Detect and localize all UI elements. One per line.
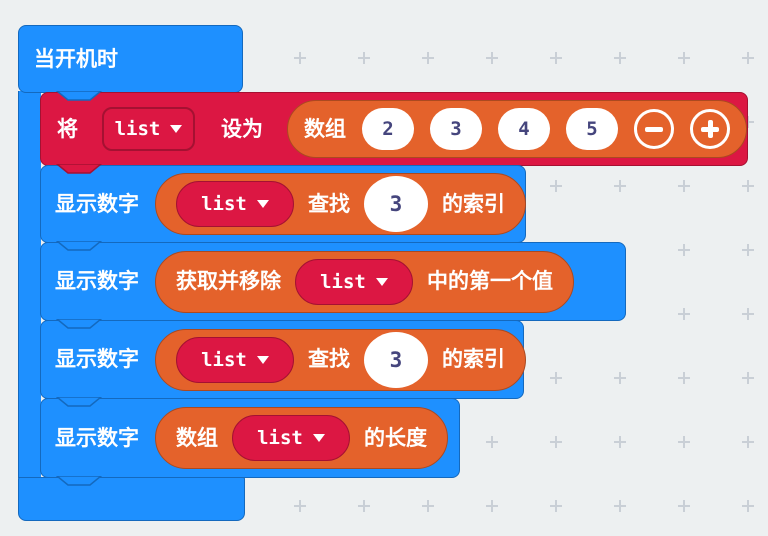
variable-name: list	[201, 193, 247, 215]
remove-element-button[interactable]	[634, 109, 674, 149]
block-connector-notch	[56, 241, 102, 251]
array-value-input[interactable]: 5	[566, 108, 618, 150]
grid-cross-icon	[742, 116, 754, 128]
dropdown-arrow-icon	[256, 200, 269, 208]
variable-dropdown[interactable]: list	[176, 181, 294, 227]
block-connector-notch	[56, 397, 102, 407]
grid-cross-icon	[678, 436, 690, 448]
show-number-label: 显示数字	[55, 269, 139, 293]
find-index-block[interactable]: list 查找 3 的索引	[155, 173, 526, 235]
on-start-block[interactable]: 当开机时	[18, 25, 243, 93]
grid-cross-icon	[550, 500, 562, 512]
grid-cross-icon	[678, 372, 690, 384]
grid-cross-icon	[614, 500, 626, 512]
variable-dropdown[interactable]: list	[176, 336, 294, 383]
show-number-block[interactable]: 显示数字 获取并移除 list 中的第一个值	[40, 242, 626, 321]
minus-icon	[645, 126, 663, 132]
length-prefix-label: 数组	[176, 425, 218, 450]
grid-cross-icon	[422, 500, 434, 512]
array-label: 数组	[304, 116, 346, 141]
grid-cross-icon	[422, 52, 434, 64]
on-start-label: 当开机时	[34, 46, 118, 71]
remove-suffix-label: 中的第一个值	[427, 269, 553, 293]
grid-cross-icon	[550, 436, 562, 448]
grid-cross-icon	[742, 372, 754, 384]
show-number-label: 显示数字	[55, 425, 139, 450]
grid-cross-icon	[614, 436, 626, 448]
variable-dropdown[interactable]: list	[102, 107, 195, 151]
grid-cross-icon	[550, 372, 562, 384]
dropdown-arrow-icon	[170, 125, 183, 133]
grid-cross-icon	[742, 244, 754, 256]
block-connector-notch	[56, 164, 102, 174]
grid-cross-icon	[678, 308, 690, 320]
grid-cross-icon	[678, 244, 690, 256]
grid-cross-icon	[678, 180, 690, 192]
find-label: 查找	[308, 191, 350, 216]
show-number-block[interactable]: 显示数字 list 查找 3 的索引	[40, 165, 526, 243]
show-number-label: 显示数字	[55, 347, 139, 371]
find-index-block[interactable]: list 查找 3 的索引	[155, 328, 526, 391]
grid-cross-icon	[358, 500, 370, 512]
dropdown-arrow-icon	[375, 277, 388, 286]
array-value-input[interactable]: 4	[498, 108, 550, 150]
grid-cross-icon	[550, 180, 562, 192]
search-value-input[interactable]: 3	[364, 331, 428, 388]
grid-cross-icon	[486, 500, 498, 512]
create-array-block[interactable]: 数组 2 3 4 5	[287, 100, 747, 158]
show-number-block[interactable]: 显示数字 数组 list 的长度	[40, 398, 460, 478]
set-variable-block[interactable]: 将 list 设为 数组 2 3 4 5	[40, 92, 748, 166]
grid-cross-icon	[742, 52, 754, 64]
grid-cross-icon	[294, 52, 306, 64]
grid-cross-icon	[550, 52, 562, 64]
on-start-block-left-spine	[18, 91, 41, 478]
block-connector-notch	[56, 319, 102, 329]
array-value-input[interactable]: 2	[362, 108, 414, 150]
grid-cross-icon	[678, 52, 690, 64]
grid-cross-icon	[742, 308, 754, 320]
variable-name: list	[257, 427, 303, 449]
set-infix-label: 设为	[221, 116, 263, 141]
length-suffix-label: 的长度	[364, 425, 427, 450]
grid-cross-icon	[614, 52, 626, 64]
set-prefix-label: 将	[57, 116, 78, 141]
add-element-button[interactable]	[690, 109, 730, 149]
grid-cross-icon	[294, 500, 306, 512]
grid-cross-icon	[742, 500, 754, 512]
dropdown-arrow-icon	[256, 355, 269, 364]
grid-cross-icon	[486, 52, 498, 64]
grid-cross-icon	[614, 180, 626, 192]
index-suffix-label: 的索引	[442, 191, 505, 216]
grid-cross-icon	[742, 180, 754, 192]
grid-cross-icon	[614, 372, 626, 384]
block-connector-notch	[56, 91, 102, 101]
variable-name: list	[114, 118, 161, 140]
remove-first-value-block[interactable]: 获取并移除 list 中的第一个值	[155, 250, 574, 313]
variable-name: list	[201, 348, 247, 371]
variable-dropdown[interactable]: list	[232, 415, 350, 461]
variable-dropdown[interactable]: list	[295, 258, 413, 305]
array-value-input[interactable]: 3	[430, 108, 482, 150]
array-length-block[interactable]: 数组 list 的长度	[155, 407, 448, 469]
show-number-label: 显示数字	[55, 191, 139, 216]
index-suffix-label: 的索引	[442, 347, 505, 371]
plus-icon	[707, 120, 713, 138]
dropdown-arrow-icon	[312, 434, 325, 442]
grid-cross-icon	[358, 52, 370, 64]
search-value-input[interactable]: 3	[364, 176, 428, 232]
variable-name: list	[320, 270, 366, 293]
find-label: 查找	[308, 347, 350, 371]
grid-cross-icon	[678, 500, 690, 512]
grid-cross-icon	[742, 436, 754, 448]
remove-prefix-label: 获取并移除	[176, 269, 281, 293]
block-connector-notch	[56, 476, 102, 486]
grid-cross-icon	[486, 436, 498, 448]
on-start-block-bottom	[18, 477, 245, 521]
show-number-block[interactable]: 显示数字 list 查找 3 的索引	[40, 320, 526, 399]
